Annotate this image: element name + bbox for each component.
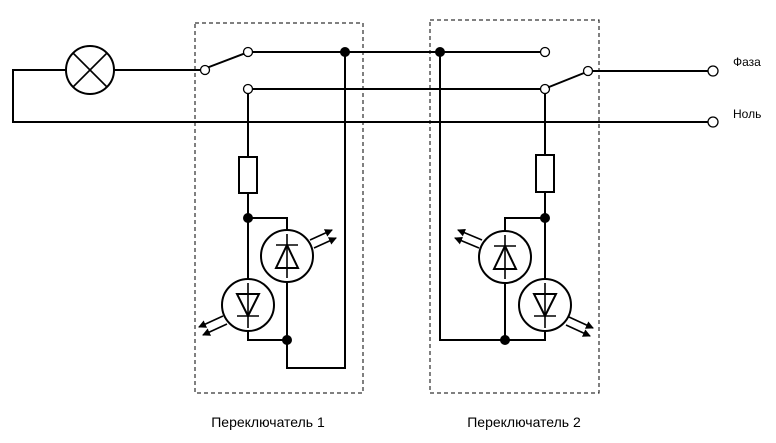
switch-2-caption: Переключатель 2 [467, 414, 581, 430]
switch-2-contact [435, 46, 710, 95]
neutral-wire [12, 69, 710, 123]
switch-1-indicator-circuit [198, 51, 346, 369]
switch-2-enclosure [429, 19, 600, 394]
phase-label: Фаза [733, 55, 761, 69]
led-icon [454, 229, 532, 284]
resistor-icon [535, 154, 555, 193]
switch-1-contact [199, 46, 350, 95]
switch-1-caption: Переключатель 1 [211, 414, 325, 430]
switch-2-indicator-circuit [439, 51, 594, 345]
neutral-terminal [707, 116, 719, 128]
phase-terminal [707, 65, 719, 77]
switch-1-enclosure [194, 22, 364, 394]
led-icon [518, 278, 594, 337]
led-icon [198, 278, 275, 336]
lamp-icon [65, 45, 115, 95]
resistor-icon [238, 156, 258, 194]
led-icon [260, 229, 337, 283]
neutral-label: Ноль [733, 107, 761, 121]
